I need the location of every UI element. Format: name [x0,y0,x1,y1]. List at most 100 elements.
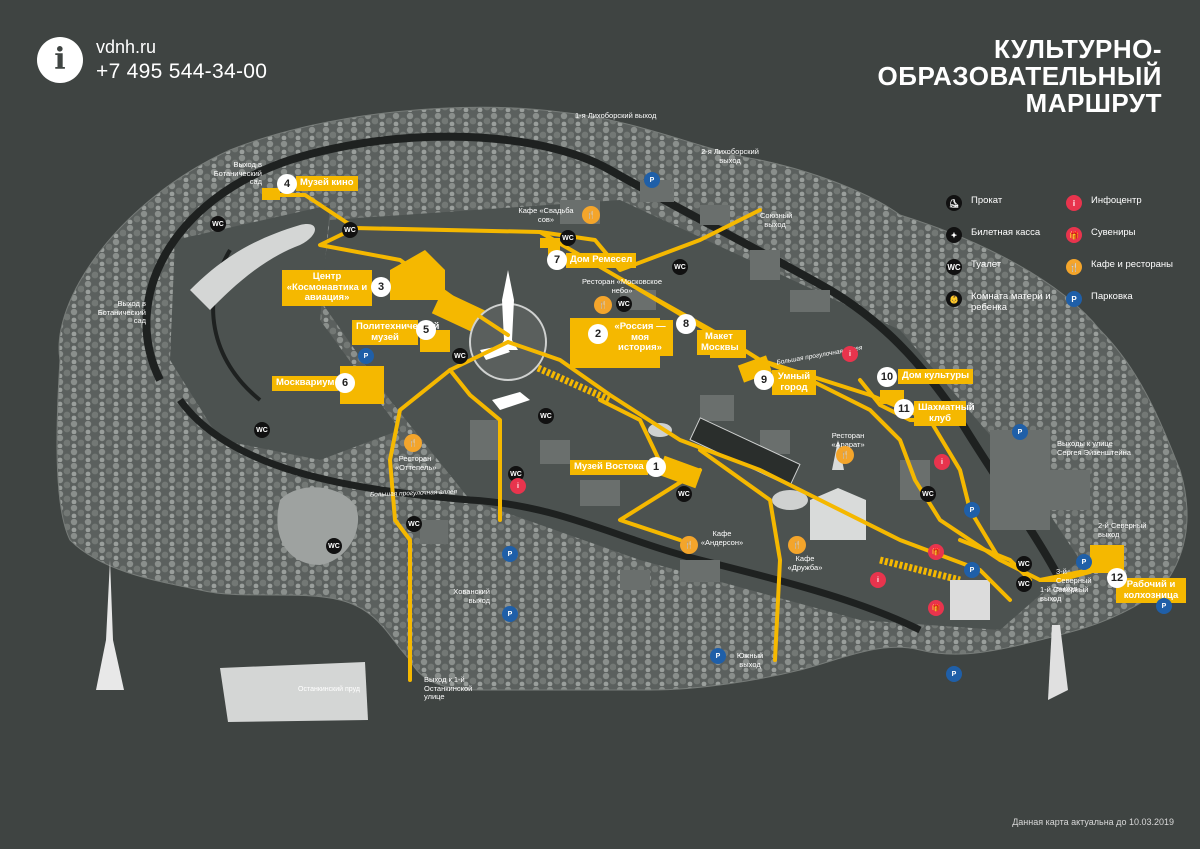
parking-icon[interactable]: P [964,562,980,578]
legend-label: Билетная касса [971,227,1041,238]
stop-label-6[interactable]: Москвариум [272,376,339,391]
stop-label-10[interactable]: Дом культуры [898,369,974,384]
exit-likhobor-1: 1-я Лихоборский выход [575,111,657,120]
stop-label-1[interactable]: Музей Востока [570,460,648,475]
stop-label-11[interactable]: Шахматный клуб [914,401,975,426]
title-line-3: МАРШРУТ [1025,88,1162,118]
cafe-svadba-sov: Кафе «Свадьба сов» [518,206,574,224]
title-line-2: ОБРАЗОВАТЕЛЬНЫЙ [877,61,1162,91]
ostankino-pond [220,662,368,722]
phone-number[interactable]: +7 495 544-34-00 [96,60,268,83]
parking-icon[interactable]: P [502,606,518,622]
parking-icon[interactable]: P [644,172,660,188]
stop-number-4[interactable]: 4 [277,174,297,194]
parking-icon[interactable]: P [1012,424,1028,440]
stop-label-5[interactable]: Политехнический музей [352,320,439,345]
info-center-icon[interactable]: i [510,478,526,494]
website-link[interactable]: vdnh.ru [96,37,157,57]
wc-icon[interactable]: WC [452,348,468,364]
parking-icon[interactable]: P [358,348,374,364]
rocket-monument [498,270,518,350]
stop-number-8[interactable]: 8 [676,314,696,334]
main-entrance [950,580,990,620]
stop-label-9[interactable]: Умный город [772,370,816,395]
exit-botanic-garden-1: Выход в Ботанический сад [213,160,262,186]
wc-icon[interactable]: WC [616,296,632,312]
exit-soyuzny: Союзный выход [760,211,793,229]
south-road [177,397,922,634]
legend-label: Прокат [971,195,1003,206]
info-center-icon[interactable]: i [842,346,858,362]
legend-souvenirs: 🎁Сувениры [1066,227,1136,243]
exit-north-3: 3-й Северный выход [1056,567,1092,593]
stop-label-12[interactable]: Рабочий и колхозница [1116,578,1186,603]
stop-number-11[interactable]: 11 [894,399,914,419]
ostankino-pond-label: Останкинский пруд [298,686,360,693]
restaurant-moskovskoe-nebo: Ресторан «Московское небо» [582,277,663,295]
fork-knife-icon[interactable]: 🍴 [836,446,854,464]
gift-icon[interactable]: 🎁 [928,544,944,560]
info-center-icon[interactable]: i [870,572,886,588]
stop-label-7[interactable]: Дом Ремесел [566,253,637,268]
wc-icon[interactable]: WC [676,486,692,502]
parking-icon: P [1066,291,1082,307]
wc-icon[interactable]: WC [406,516,422,532]
stop-number-9[interactable]: 9 [754,370,774,390]
legend-tickets: ✦Билетная касса [946,227,1040,243]
legend-mother-room: 👶Комната матери и ребенка [946,291,1056,313]
fountain-stone-flower [648,423,672,437]
title-line-1: КУЛЬТУРНО- [993,34,1162,64]
wc-icon[interactable]: WC [920,486,936,502]
parking-icon[interactable]: P [964,502,980,518]
fork-knife-icon[interactable]: 🍴 [404,434,422,452]
plane-monument [480,345,510,360]
exit-north-1: 1-й Северный выход [1040,585,1089,603]
legend-label: Комната матери и ребенка [971,291,1051,313]
wc-icon[interactable]: WC [342,222,358,238]
legend-label: Туалет [971,259,1002,270]
wc-icon[interactable]: WC [672,259,688,275]
fork-knife-icon[interactable]: 🍴 [680,536,698,554]
stop-label-3[interactable]: Центр «Космонавтика и авиация» [282,270,372,306]
wc-icon[interactable]: WC [560,230,576,246]
stop-number-10[interactable]: 10 [877,367,897,387]
legend-rental: ⛸Прокат [946,195,1002,211]
parking-icon[interactable]: P [946,666,962,682]
stop-number-3[interactable]: 3 [371,277,391,297]
parking-icon[interactable]: P [502,546,518,562]
wc-icon[interactable]: WC [210,216,226,232]
gift-icon: 🎁 [1066,227,1082,243]
wc-icon[interactable]: WC [326,538,342,554]
exit-north-2: 2-й Северный выход [1098,521,1147,539]
parking-icon[interactable]: P [1076,554,1092,570]
exit-likhobor-2: 2-я Лихоборский выход [701,147,759,165]
fork-knife-icon[interactable]: 🍴 [582,206,600,224]
stop-label-2[interactable]: «Россия — моя история» [607,320,673,356]
legend-label: Инфоцентр [1091,195,1142,206]
fork-knife-icon[interactable]: 🍴 [594,296,612,314]
stop-label-8[interactable]: Макет Москвы [697,330,741,355]
stop-number-12[interactable]: 12 [1107,568,1127,588]
cafe-anderson: Кафе «Андерсон» [700,529,744,547]
stop-number-1[interactable]: 1 [646,457,666,477]
wc-icon[interactable]: WC [1016,556,1032,572]
stop-number-7[interactable]: 7 [547,250,567,270]
gift-icon[interactable]: 🎁 [928,600,944,616]
parking-icon[interactable]: P [1156,598,1172,614]
stop-number-2[interactable]: 2 [588,324,608,344]
wc-icon[interactable]: WC [254,422,270,438]
exit-botanic-garden-2: Выход в Ботанический сад [97,299,146,325]
wc-icon[interactable]: WC [1016,576,1032,592]
legend-label: Кафе и рестораны [1091,259,1173,270]
parking-icon[interactable]: P [710,648,726,664]
ostankino-tower [96,560,124,690]
worker-monument-stele [1048,625,1068,700]
fork-knife-icon[interactable]: 🍴 [788,536,806,554]
stop-number-6[interactable]: 6 [335,373,355,393]
stop-label-4[interactable]: Музей кино [296,176,358,191]
stop-number-5[interactable]: 5 [416,320,436,340]
info-center-icon[interactable]: i [934,454,950,470]
wc-icon[interactable]: WC [538,408,554,424]
